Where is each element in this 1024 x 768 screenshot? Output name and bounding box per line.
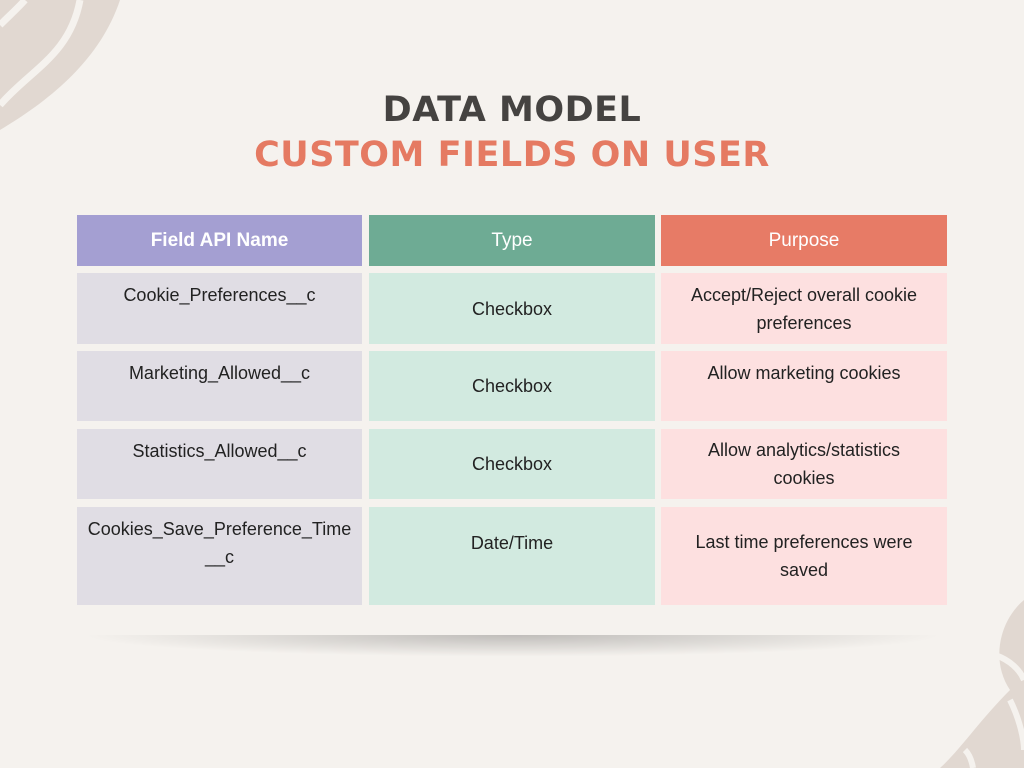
header-field-api-name: Field API Name	[77, 215, 362, 266]
header-type: Type	[369, 215, 655, 266]
purpose-cell: Last time preferences were saved	[661, 507, 947, 605]
purpose-cell: Accept/Reject overall cookie preferences	[661, 273, 947, 344]
field-cell: Marketing_Allowed__c	[77, 351, 362, 421]
type-cell: Checkbox	[369, 429, 655, 499]
type-cell: Checkbox	[369, 351, 655, 421]
leaf-decoration-top-left	[0, 0, 120, 130]
field-cell: Statistics_Allowed__c	[77, 429, 362, 499]
subtitle-custom-fields: CUSTOM FIELDS ON USER	[254, 135, 770, 175]
purpose-cell: Allow marketing cookies	[661, 351, 947, 421]
field-cell: Cookies_Save_Preference_Time__c	[77, 507, 362, 605]
field-cell: Cookie_Preferences__c	[77, 273, 362, 344]
type-cell: Checkbox	[369, 273, 655, 344]
type-cell: Date/Time	[369, 507, 655, 605]
header-purpose: Purpose	[661, 215, 947, 266]
title-data-model: DATA MODEL	[382, 90, 642, 130]
leaf-decoration-bottom-right	[940, 600, 1024, 768]
table-shadow	[80, 635, 945, 657]
purpose-cell: Allow analytics/statistics cookies	[661, 429, 947, 499]
